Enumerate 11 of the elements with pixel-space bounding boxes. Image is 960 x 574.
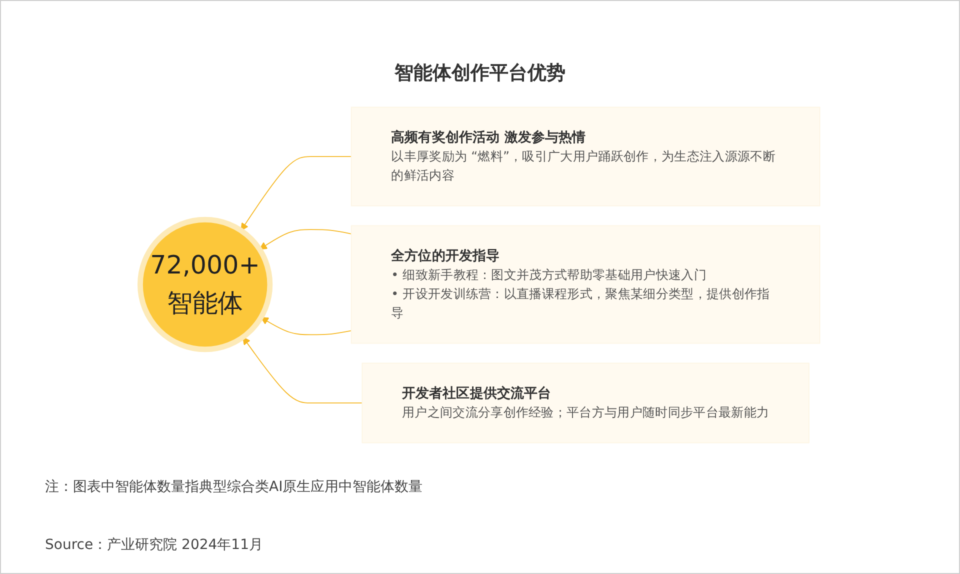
node-box: 高频有奖创作活动 激发参与热情 以丰厚奖励为 “燃料”，吸引广大用户踊跃创作，为生态注入源源不断的鲜活内容	[350, 106, 820, 206]
node-circle: 72,000+ 智能体	[138, 216, 273, 352]
arrow	[242, 336, 363, 404]
arrow	[240, 156, 352, 231]
node-box: 开发者社区提供交流平台 用户之间交流分享创作经验；平台方与用户随时同步平台最新能力	[362, 362, 810, 444]
arrow	[259, 229, 352, 250]
arrow	[260, 317, 352, 336]
node-box: 全方位的开发指导 • 细致新手教程：图文并茂方式帮助零基础用户快速入门 • 开设开发训练营：以直播课程形式，聚焦某细分类型，提供创作指导	[350, 225, 820, 344]
footnote: 注：图表中智能体数量指典型综合类AI原生应用中智能体数量	[45, 478, 423, 496]
diagram-title: 智能体创作平台优势	[394, 61, 566, 86]
source-note: Source：产业研究院 2024年11月	[45, 536, 263, 554]
